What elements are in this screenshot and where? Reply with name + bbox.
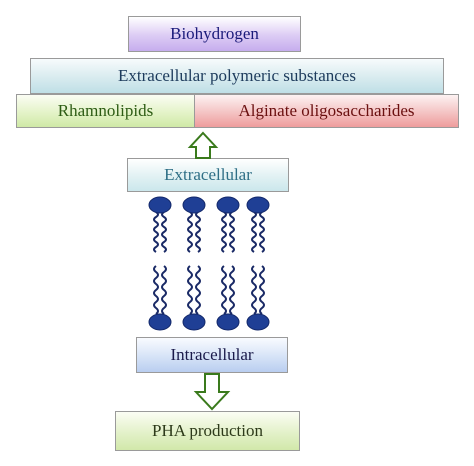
lipid-tail (251, 265, 257, 315)
pha-box: PHA production (115, 411, 300, 451)
lipid-molecule (148, 196, 172, 331)
lipid-head (216, 313, 240, 331)
lipid-head (216, 196, 240, 214)
lipid-tail (161, 211, 167, 253)
lipid-molecule (216, 196, 240, 331)
up-arrow-icon (187, 131, 219, 159)
down-arrow-icon (193, 373, 231, 411)
eps-box: Extracellular polymeric substances (30, 58, 444, 94)
lipid-head (148, 313, 172, 331)
rhamnolipids-box: Rhamnolipids (16, 94, 195, 128)
intracellular-box: Intracellular (136, 337, 288, 373)
pha-label: PHA production (152, 421, 263, 440)
lipid-head (246, 196, 270, 214)
extracellular-label: Extracellular (164, 165, 252, 184)
lipid-tail (153, 265, 159, 315)
lipid-head (182, 313, 206, 331)
extracellular-box: Extracellular (127, 158, 289, 192)
lipid-tail (221, 211, 227, 253)
lipid-head (148, 196, 172, 214)
biohydrogen-box: Biohydrogen (128, 16, 301, 52)
lipid-tail (251, 211, 257, 253)
lipid-tail (221, 265, 227, 315)
lipid-tail (195, 265, 201, 315)
lipid-bilayer (148, 196, 270, 331)
lipid-tail (259, 211, 265, 253)
lipid-tail (195, 211, 201, 253)
rhamnolipids-label: Rhamnolipids (57, 101, 154, 120)
lipid-tail (229, 211, 235, 253)
alginate-label: Alginate oligosaccharides (238, 101, 415, 120)
alginate-box: Alginate oligosaccharides (194, 94, 459, 128)
lipid-molecule (182, 196, 206, 331)
lipid-tail (229, 265, 235, 315)
eps-label: Extracellular polymeric substances (118, 66, 356, 85)
lipid-tail (161, 265, 167, 315)
lipid-head (182, 196, 206, 214)
intracellular-label: Intracellular (170, 345, 254, 364)
lipid-molecule (246, 196, 270, 331)
lipid-tail (187, 211, 193, 253)
biohydrogen-label: Biohydrogen (170, 24, 259, 43)
lipid-tail (259, 265, 265, 315)
lipid-tail (187, 265, 193, 315)
lipid-tail (153, 211, 159, 253)
lipid-head (246, 313, 270, 331)
